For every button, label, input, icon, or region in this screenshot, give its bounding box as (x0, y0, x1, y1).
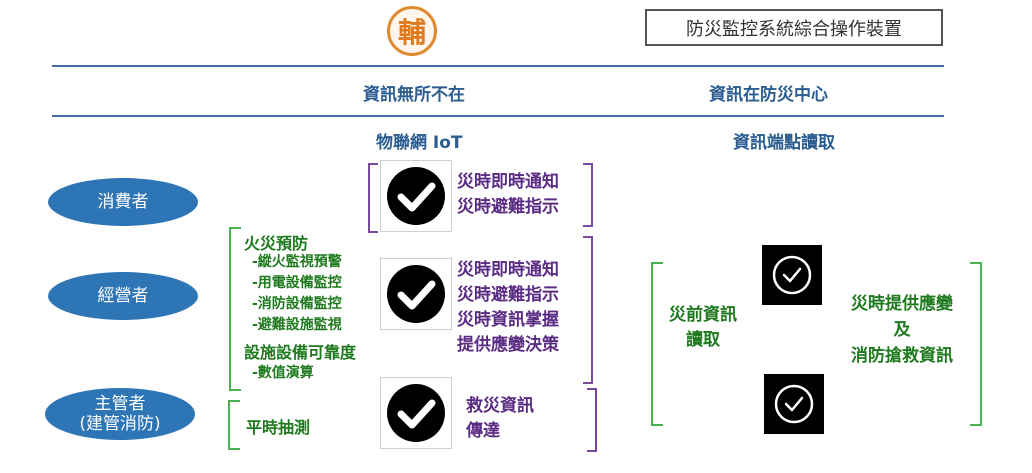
info-line: 及 (893, 320, 911, 340)
info-line: 災時避難指示 (457, 285, 559, 305)
role-operator: 經營者 (48, 272, 198, 320)
checkmark-circle-icon (387, 265, 445, 323)
list-item: -數值演算 (252, 365, 314, 381)
operator-right-bracket (583, 236, 593, 384)
info-line: 災前資訊 (669, 305, 737, 325)
consumer-right-bracket (583, 163, 593, 227)
role-consumer: 消費者 (48, 178, 198, 226)
right-column-header: 資訊在防災中心 (709, 85, 828, 105)
list-item: -避難設施監視 (252, 317, 342, 333)
right-column-subheader: 資訊端點讀取 (733, 133, 835, 153)
manager-check (380, 377, 452, 449)
pre-disaster-read: 災前資訊 讀取 (669, 303, 737, 353)
consumer-check (380, 160, 452, 232)
device-title: 防災監控系統綜合操作裝置 (686, 18, 902, 40)
routine-test-label: 平時抽測 (246, 418, 311, 437)
list-item: -縱火監視預警 (252, 254, 342, 270)
left-column-subheader: 物聯網 IoT (376, 133, 463, 153)
list-item: -用電設備監控 (252, 275, 342, 291)
divider-top (52, 65, 944, 67)
manager-info: 救災資訊 傳達 (466, 394, 534, 444)
operator-left-bracket (229, 227, 241, 391)
info-line: 消防搶救資訊 (851, 346, 953, 366)
checkmark-circle-icon (772, 255, 812, 295)
consumer-left-bracket (368, 163, 378, 233)
role-manager-sublabel: (建管消防) (79, 414, 161, 434)
fire-prevention-list: -縱火監視預警 -用電設備監控 -消防設備監控 -避難設施監視 (252, 252, 342, 336)
checkmark-circle-icon (774, 384, 814, 424)
fire-prevention-label: 火災預防 (244, 234, 309, 253)
operator-check (380, 258, 452, 330)
info-line: 災時提供應變 (851, 294, 953, 314)
role-manager: 主管者 (建管消防) (45, 388, 195, 440)
right-panel-right-bracket (970, 262, 982, 426)
endpoint-check-top (762, 245, 822, 305)
consumer-info: 災時即時通知 災時避難指示 (457, 170, 559, 220)
role-consumer-label: 消費者 (97, 191, 149, 212)
manager-right-bracket (587, 388, 597, 452)
info-line: 災時避難指示 (457, 197, 559, 217)
info-line: 災時即時通知 (457, 260, 559, 280)
reliability-label: 設施設備可靠度 (244, 343, 357, 362)
checkmark-circle-icon (387, 384, 445, 442)
fu-logo: 輔 (387, 6, 437, 56)
role-operator-label: 經營者 (97, 285, 149, 306)
info-line: 災時即時通知 (457, 172, 559, 192)
list-item: -消防設備監控 (252, 296, 342, 312)
device-title-box: 防災監控系統綜合操作裝置 (645, 9, 943, 46)
divider-middle (52, 115, 944, 117)
right-panel-left-bracket (651, 262, 663, 426)
info-line: 讀取 (686, 330, 720, 350)
operator-info: 災時即時通知 災時避難指示 災時資訊掌握 提供應變決策 (457, 258, 559, 358)
info-line: 傳達 (466, 421, 500, 441)
info-line: 救災資訊 (466, 396, 534, 416)
disaster-response-info: 災時提供應變 及 消防搶救資訊 (836, 291, 968, 369)
left-column-header: 資訊無所不在 (363, 85, 465, 105)
logo-char: 輔 (397, 16, 426, 49)
info-line: 災時資訊掌握 (457, 310, 559, 330)
endpoint-check-bottom (764, 374, 824, 434)
checkmark-circle-icon (387, 167, 445, 225)
role-manager-label: 主管者 (94, 393, 146, 414)
info-line: 提供應變決策 (457, 335, 559, 355)
manager-left-bracket (228, 400, 240, 450)
